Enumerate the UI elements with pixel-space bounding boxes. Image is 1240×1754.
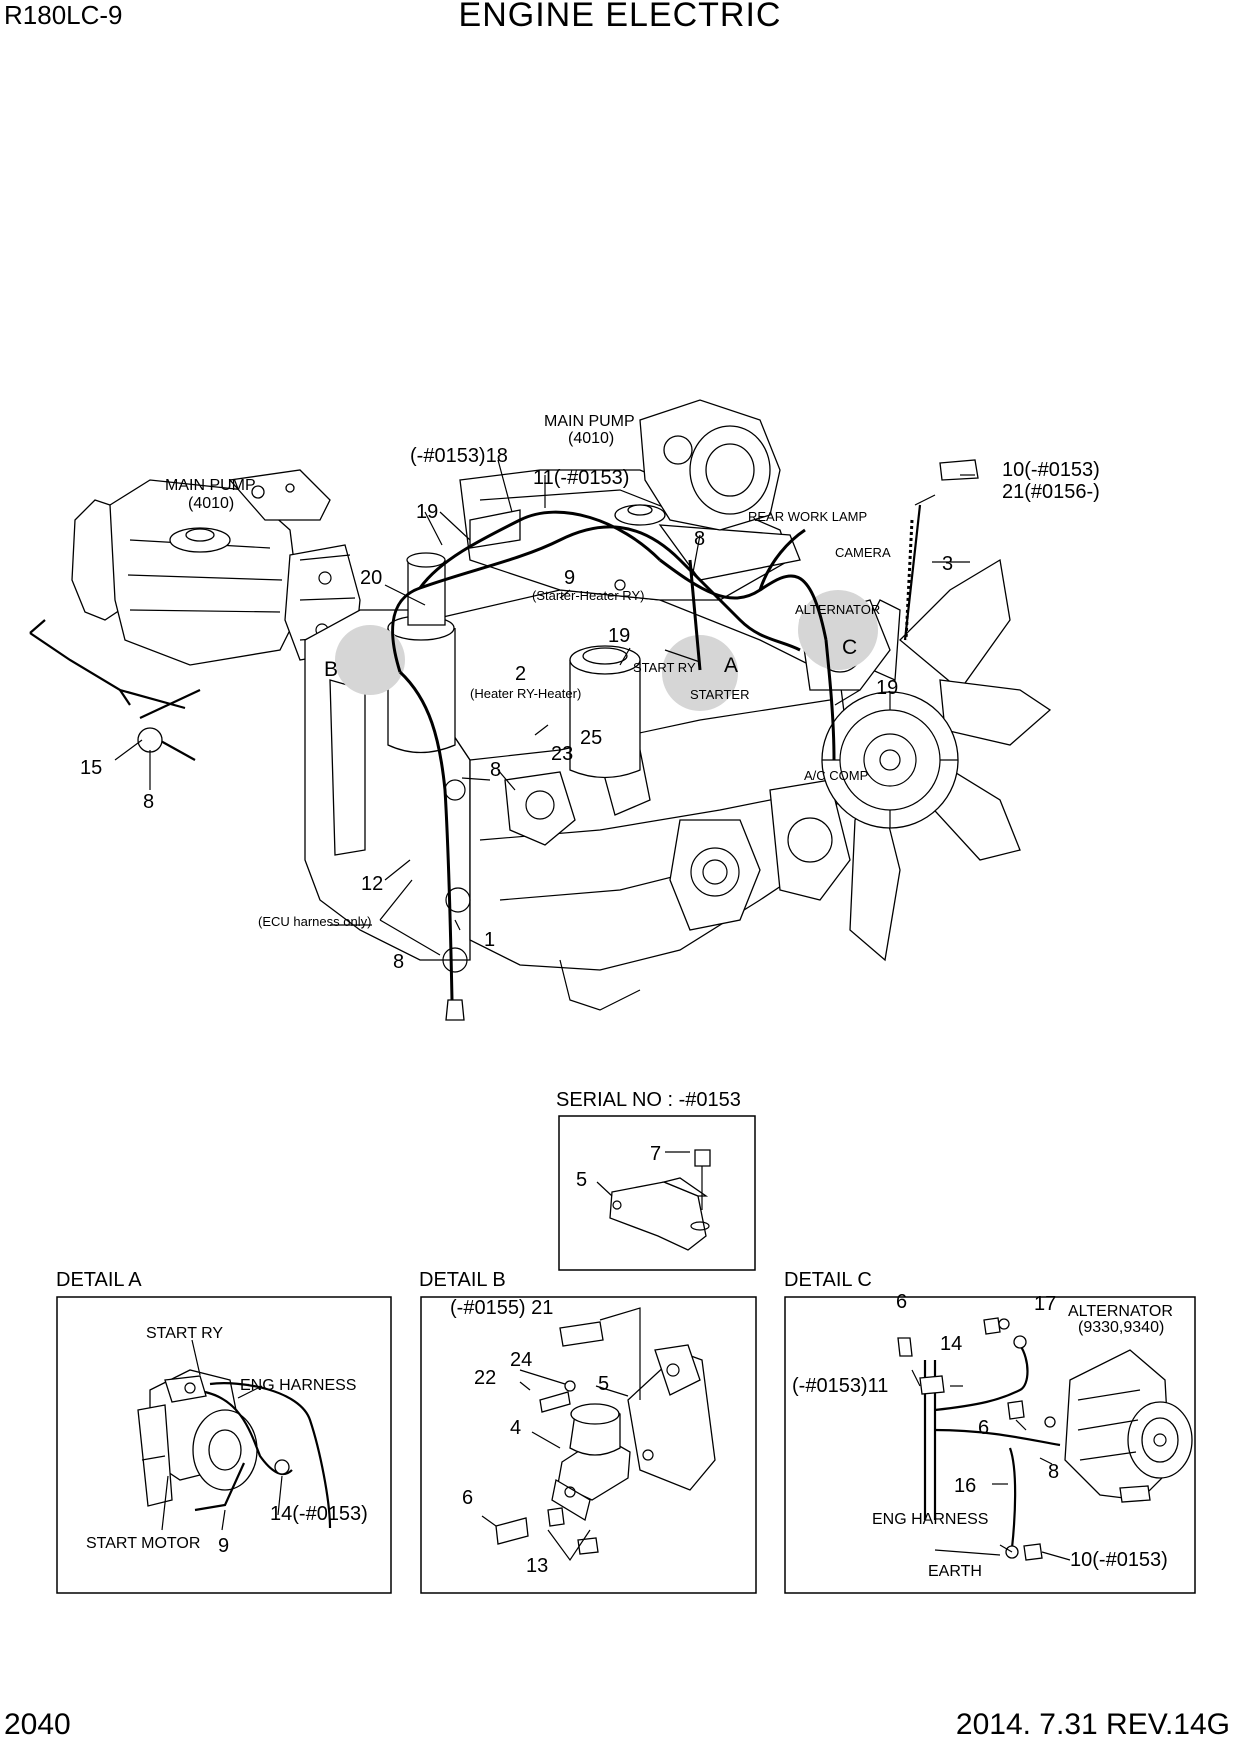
callout-19-top: 19 (416, 501, 438, 523)
callout-15: 15 (80, 757, 102, 779)
label-main-pump-left-code: (4010) (188, 495, 234, 512)
label-rear-work-lamp: REAR WORK LAMP (748, 509, 867, 524)
callout-8-bottom: 8 (393, 951, 404, 973)
callout-18: (-#0153)18 (410, 445, 508, 467)
label-main-pump-top: MAIN PUMP (544, 413, 635, 430)
detail-c-panel: DETAIL C 6 17 ALTERNATOR (9330,9340) (784, 1269, 1196, 1594)
detail-c-label-alternator-code: (9330,9340) (1078, 1319, 1164, 1336)
detail-b-panel: DETAIL B (-#0155) 21 24 22 5 4 6 13 (419, 1269, 757, 1594)
page-title: ENGINE ELECTRIC (458, 0, 782, 34)
wiring-harness (29, 459, 979, 1021)
callout-25: 25 (580, 727, 602, 749)
detail-c-callout-14: 14 (940, 1333, 962, 1355)
callout-detail-c: C (842, 636, 857, 659)
label-camera: CAMERA (835, 545, 891, 560)
detail-c-label-eng-harness: ENG HARNESS (872, 1511, 988, 1528)
callout-8-left: 8 (143, 791, 154, 813)
label-starter: STARTER (690, 687, 749, 702)
detail-b-callout-5: 5 (598, 1373, 609, 1395)
serial-callout-5: 5 (576, 1169, 587, 1191)
label-ecu-harness-only: (ECU harness only) (258, 914, 371, 929)
detail-b-callout-24: 24 (510, 1349, 532, 1371)
callout-10: 10(-#0153) (1002, 459, 1100, 481)
callout-3: 3 (942, 553, 953, 575)
callout-detail-b: B (324, 658, 338, 681)
main-engine-drawing: MAIN PUMP (4010) MAIN PUMP (4010) REAR W… (29, 399, 1100, 1021)
label-main-pump-top-code: (4010) (568, 430, 614, 447)
callout-21: 21(#0156-) (1002, 481, 1100, 503)
page-number: 2040 (4, 1708, 71, 1741)
callout-12: 12 (361, 873, 383, 895)
callout-23: 23 (551, 743, 573, 765)
callout-19-right: 19 (876, 677, 898, 699)
label-start-ry: START RY (633, 660, 696, 675)
model-number: R180LC-9 (4, 0, 123, 30)
serial-callout-7: 7 (650, 1143, 661, 1165)
detail-a-label-start-motor: START MOTOR (86, 1535, 200, 1552)
callout-19-middle: 19 (608, 625, 630, 647)
detail-c-callout-10: 10(-#0153) (1070, 1549, 1168, 1571)
label-alternator: ALTERNATOR (795, 602, 880, 617)
detail-a-panel: DETAIL A START RY ENG HARNESS START MOTO… (56, 1269, 392, 1594)
detail-b-callout-13: 13 (526, 1555, 548, 1577)
detail-b-callout-21: (-#0155) 21 (450, 1297, 553, 1319)
label-starter-heater-ry: (Starter-Heater RY) (532, 588, 644, 603)
detail-a-label-eng-harness: ENG HARNESS (240, 1377, 356, 1394)
detail-b-highlight (335, 625, 405, 695)
detail-a-highlight (662, 635, 738, 711)
detail-b-callout-22: 22 (474, 1367, 496, 1389)
detail-b-heading: DETAIL B (419, 1269, 506, 1291)
callout-9: 9 (564, 567, 575, 589)
callout-20: 20 (360, 567, 382, 589)
callout-11: 11(-#0153) (533, 467, 629, 489)
label-main-pump-left: MAIN PUMP (165, 477, 256, 494)
detail-c-callout-16: 16 (954, 1475, 976, 1497)
label-ac-comp: A/C COMP (804, 768, 868, 783)
engine-block-drawing (304, 589, 851, 1011)
detail-a-callout-9: 9 (218, 1535, 229, 1557)
detail-c-label-earth: EARTH (928, 1563, 982, 1580)
detail-c-callout-11: (-#0153)11 (792, 1375, 888, 1397)
serial-heading: SERIAL NO : -#0153 (556, 1089, 741, 1111)
filters-drawing (387, 552, 641, 779)
detail-c-callout-6-middle: 6 (978, 1417, 989, 1439)
detail-b-callout-6: 6 (462, 1487, 473, 1509)
callout-1: 1 (484, 929, 495, 951)
detail-c-callout-8: 8 (1048, 1461, 1059, 1483)
detail-b-callout-4: 4 (510, 1417, 521, 1439)
callout-2: 2 (515, 663, 526, 685)
detail-c-label-alternator: ALTERNATOR (1068, 1303, 1173, 1320)
revision-date: 2014. 7.31 REV.14G (955, 1708, 1230, 1741)
callout-detail-a: A (724, 654, 738, 677)
serial-number-box: SERIAL NO : -#0153 7 5 (556, 1089, 756, 1271)
callout-leaders (114, 459, 975, 956)
detail-c-callout-17: 17 (1034, 1293, 1056, 1315)
detail-c-callout-6-top: 6 (896, 1291, 907, 1313)
detail-c-heading: DETAIL C (784, 1269, 872, 1291)
callout-8-middle: 8 (490, 759, 501, 781)
callout-8-top: 8 (694, 528, 705, 550)
detail-a-heading: DETAIL A (56, 1269, 142, 1291)
turbocharger-drawing (639, 399, 781, 531)
detail-a-callout-14: 14(-#0153) (270, 1503, 368, 1525)
label-heater-ry-heater: (Heater RY-Heater) (470, 686, 581, 701)
detail-a-label-start-ry: START RY (146, 1325, 223, 1342)
